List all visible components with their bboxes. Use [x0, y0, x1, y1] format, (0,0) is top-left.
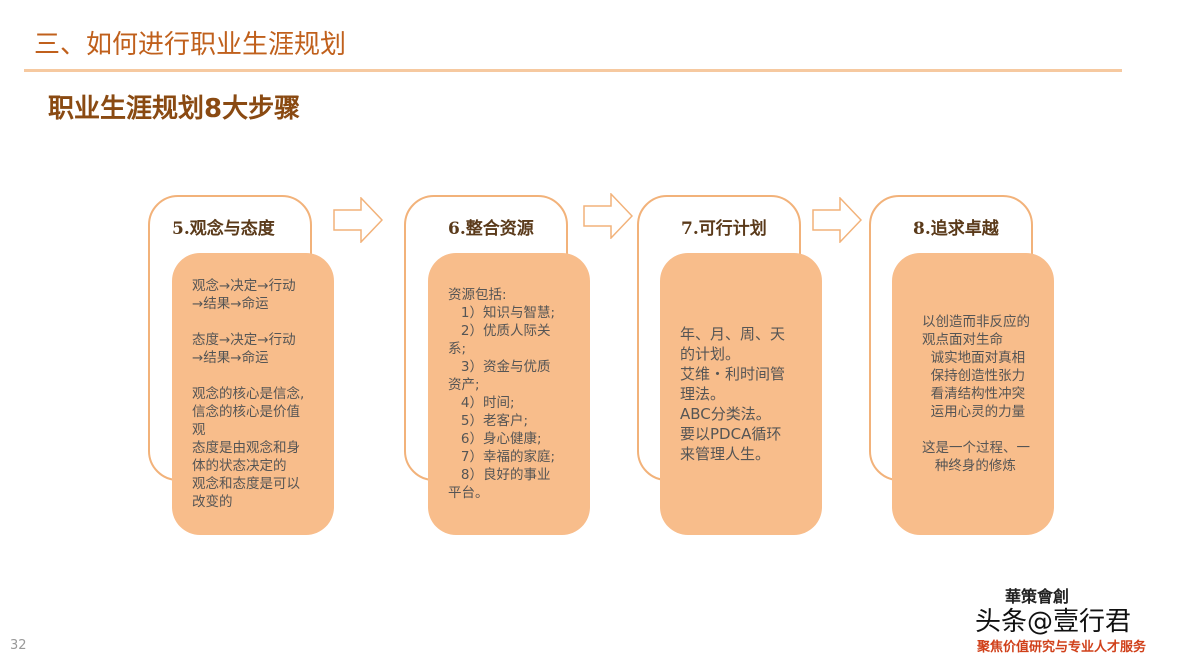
step-text: 以创造而非反应的 观点面对生命 诚实地面对真相 保持创造性张力 看清结构性冲突 …	[922, 314, 1030, 474]
watermark-tagline: 聚焦价值研究与专业人才服务	[977, 640, 1147, 655]
watermark-logo: 華策會創	[1005, 587, 1070, 606]
arrow-right-icon	[333, 197, 383, 243]
step-text: 观念→决定→行动 →结果→命运 态度→决定→行动 →结果→命运 观念的核心是信念…	[192, 278, 305, 510]
arrow-right-icon	[583, 193, 633, 239]
slide-title: 三、如何进行职业生涯规划	[34, 30, 347, 60]
step-text: 资源包括: 1）知识与智慧; 2）优质人际关 系; 3）资金与优质 资产; 4）…	[448, 287, 556, 501]
slide-subtitle: 职业生涯规划8大步骤	[48, 94, 301, 124]
step-content: 以创造而非反应的 观点面对生命 诚实地面对真相 保持创造性张力 看清结构性冲突 …	[892, 253, 1054, 535]
watermark: 華策會創 头条@壹行君 聚焦价值研究与专业人才服务	[965, 588, 1184, 662]
step-text: 年、月、周、天 的计划。 艾维・利时间管 理法。 ABC分类法。 要以PDCA循…	[680, 325, 786, 463]
step-title: 5.观念与态度	[172, 219, 275, 239]
step-content: 观念→决定→行动 →结果→命运 态度→决定→行动 →结果→命运 观念的核心是信念…	[172, 253, 334, 535]
step-title: 8.追求卓越	[913, 219, 999, 239]
watermark-overlay: 头条@壹行君	[975, 607, 1132, 637]
step-title: 6.整合资源	[448, 219, 534, 239]
step-content: 资源包括: 1）知识与智慧; 2）优质人际关 系; 3）资金与优质 资产; 4）…	[428, 253, 590, 535]
title-divider	[24, 69, 1122, 72]
step-content: 年、月、周、天 的计划。 艾维・利时间管 理法。 ABC分类法。 要以PDCA循…	[660, 253, 822, 535]
page-number: 32	[10, 638, 27, 653]
step-title: 7.可行计划	[681, 219, 767, 239]
arrow-right-icon	[812, 197, 862, 243]
